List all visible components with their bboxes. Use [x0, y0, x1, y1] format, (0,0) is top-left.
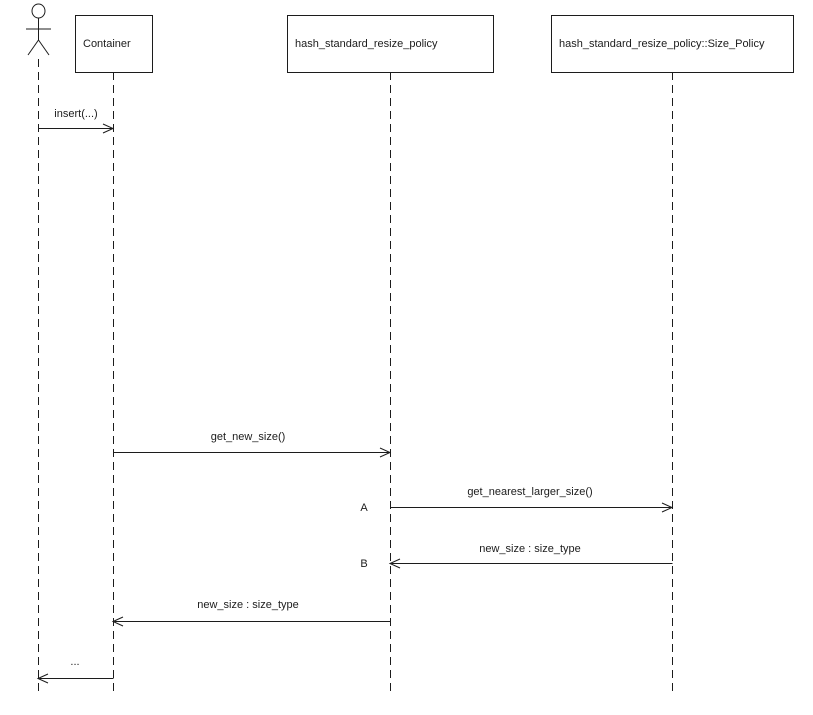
participant-resize-policy: hash_standard_resize_policy — [287, 15, 494, 73]
message-new-size-return-2: new_size : size_type — [111, 599, 391, 627]
participant-container-label: Container — [83, 38, 131, 50]
actor-leg-right — [38, 39, 50, 56]
message-get-new-size: get_new_size() — [113, 431, 392, 458]
message-new-size-return-1-arrowhead-icon — [388, 558, 401, 569]
participant-size-policy: hash_standard_resize_policy::Size_Policy — [551, 15, 794, 73]
message-new-size-return-1: B new_size : size_type — [360, 543, 673, 570]
actor-leg-left — [27, 39, 39, 56]
message-marker-a: A — [360, 502, 368, 514]
participant-size-policy-box — [551, 15, 794, 73]
actor-head — [31, 3, 46, 19]
message-new-size-return-1-label: new_size : size_type — [479, 543, 581, 555]
message-insert-label: insert(...) — [54, 108, 97, 120]
message-ellipsis-return: ... — [36, 656, 114, 684]
participant-resize-policy-box — [287, 15, 494, 73]
message-new-size-return-2-arrowhead-icon — [111, 616, 124, 627]
message-get-nearest-larger-size-label: get_nearest_larger_size() — [467, 486, 592, 498]
message-ellipsis-return-arrowhead-icon — [36, 673, 49, 684]
message-get-nearest-larger-size: A get_nearest_larger_size() — [360, 486, 674, 514]
message-get-new-size-arrowhead-icon — [379, 447, 392, 458]
message-get-new-size-label: get_new_size() — [211, 431, 286, 443]
message-marker-b: B — [360, 558, 367, 570]
message-ellipsis-return-label: ... — [70, 656, 79, 668]
message-get-nearest-larger-size-arrowhead-icon — [661, 502, 674, 513]
message-insert: insert(...) — [38, 108, 115, 134]
participant-container: Container — [75, 15, 153, 73]
message-insert-arrowhead-icon — [102, 123, 115, 134]
actor-figure-icon — [26, 3, 51, 56]
participant-container-box — [75, 15, 153, 73]
participant-resize-policy-label: hash_standard_resize_policy — [295, 38, 438, 50]
participant-size-policy-label: hash_standard_resize_policy::Size_Policy — [559, 38, 765, 50]
message-new-size-return-2-label: new_size : size_type — [197, 599, 299, 611]
